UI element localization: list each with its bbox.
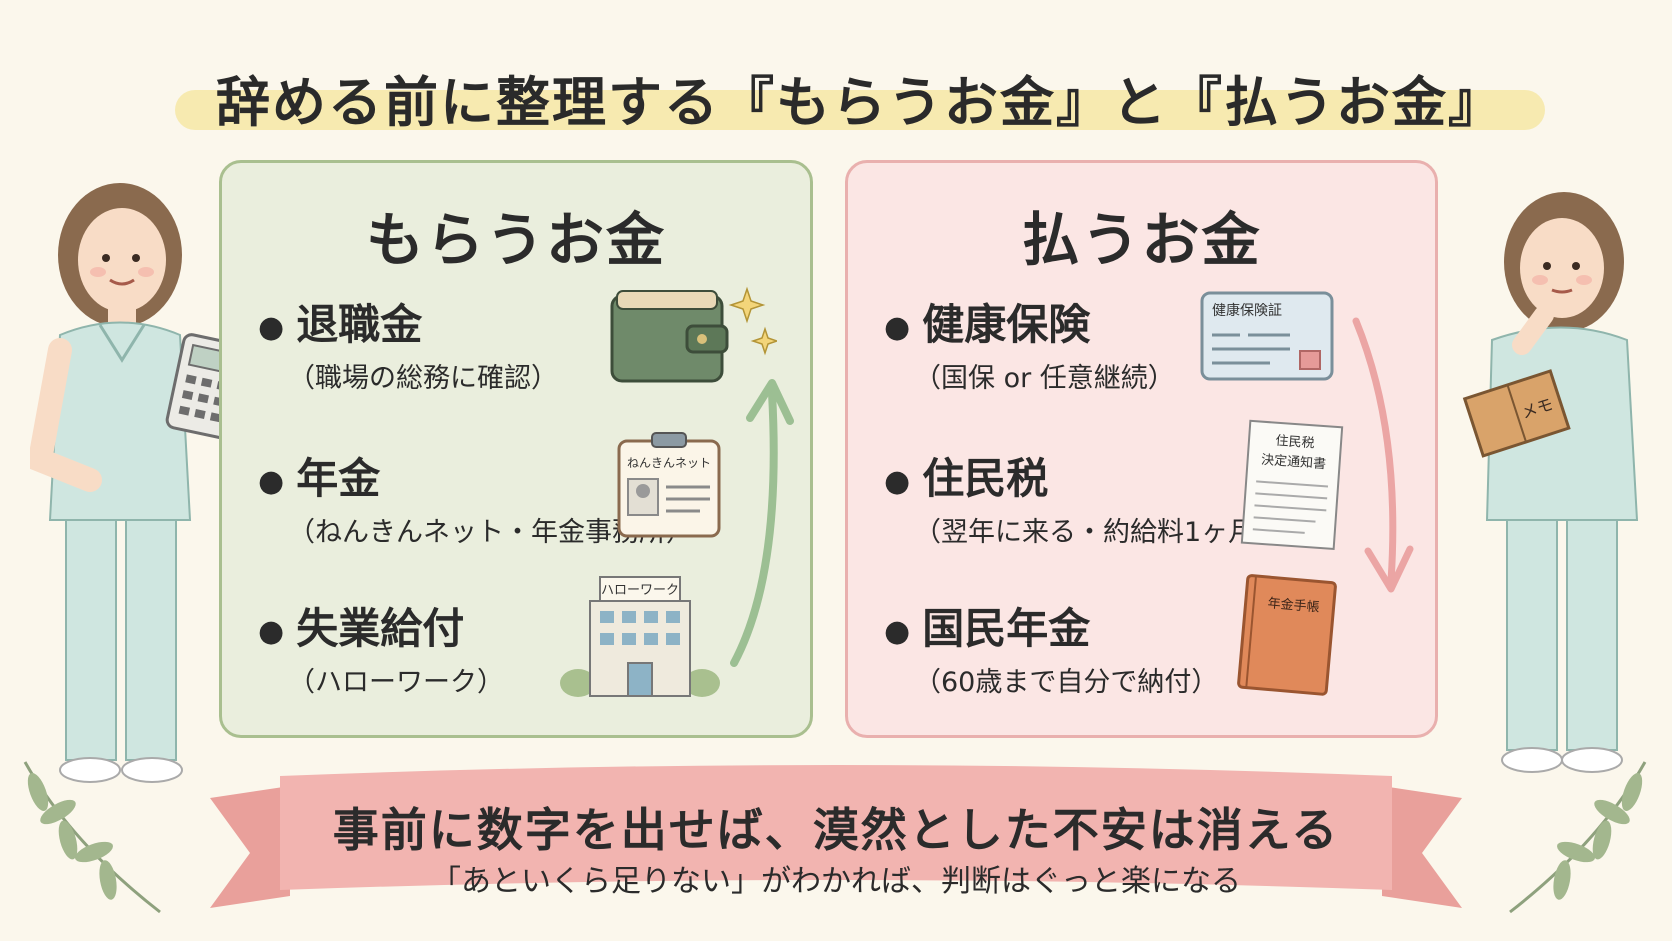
receive-heading: もらうお金	[365, 206, 666, 274]
bullet-icon: ●	[884, 464, 911, 499]
bullet-icon: ●	[258, 614, 285, 649]
bullet-icon: ●	[258, 310, 285, 345]
notice-label-line2: 決定通知書	[1261, 452, 1327, 472]
hello-work-building-icon: ハローワーク	[560, 576, 720, 697]
building-sign: ハローワーク	[601, 583, 679, 598]
bullet-icon: ●	[884, 310, 911, 345]
nurse-calculator-illustration	[30, 183, 250, 783]
tax-notice-icon: 住民税 決定通知書	[1240, 419, 1344, 551]
card-label: 健康保険証	[1212, 302, 1282, 319]
item-label: 健康保険	[922, 300, 1091, 349]
pay-item-national-pension: ● 国民年金 （60歳まで自分で納付）	[884, 595, 1218, 699]
laurel-right-icon	[1509, 761, 1647, 914]
item-label: 住民税	[922, 454, 1049, 503]
item-label: 国民年金	[922, 604, 1091, 653]
pay-heading: 払うお金	[1021, 206, 1262, 274]
item-label: 年金	[296, 454, 381, 503]
pay-money-panel: 払うお金 ●健康保険 （国保 or 任意継続） ●住民税 （翌年に来る・約給料1…	[845, 160, 1438, 738]
clipboard-id-icon: ねんきんネット	[617, 432, 721, 538]
receive-item-unemployment: ● 失業給付 （ハローワーク）	[258, 595, 504, 699]
item-label: 失業給付	[296, 604, 465, 653]
down-arrow-icon	[1352, 317, 1414, 593]
notice-label-line1: 住民税	[1275, 434, 1315, 452]
bullet-icon: ●	[258, 464, 285, 499]
item-note: （ハローワーク）	[288, 667, 504, 698]
bullet-icon: ●	[884, 614, 911, 649]
page-title: 辞める前に整理する『もらうお金』と『払うお金』	[216, 71, 1504, 134]
pay-item-health-insurance: ● 健康保険 （国保 or 任意継続）	[884, 291, 1175, 395]
item-note: （職場の総務に確認）	[288, 363, 558, 394]
insurance-card-icon: 健康保険証	[1200, 291, 1334, 381]
message-banner: 事前に数字を出せば、漠然とした不安は消える 「あといくら足りない」がわかれば、判…	[210, 758, 1462, 908]
nurse-memo-illustration: メモ	[1462, 192, 1639, 773]
book-label: 年金手帳	[1267, 595, 1320, 615]
title-highlight	[175, 90, 1545, 130]
laurel-left-icon	[23, 761, 161, 914]
wallet-icon	[610, 286, 777, 383]
title-area: 辞める前に整理する『もらうお金』と『払うお金』	[175, 58, 1545, 136]
ribbon-shape	[210, 765, 1462, 908]
receive-item-severance: ● 退職金 （職場の総務に確認）	[258, 291, 558, 395]
receive-money-panel: もらうお金 ●退職金 （職場の総務に確認） ●年金 （ねんきんネット・年金事務所…	[219, 160, 813, 738]
item-label: 退職金	[296, 300, 423, 349]
item-note: （60歳まで自分で納付）	[914, 667, 1219, 698]
banner-main-text: 事前に数字を出せば、漠然とした不安は消える	[332, 803, 1340, 857]
up-arrow-icon	[730, 379, 794, 667]
banner-sub-text: 「あといくら足りない」がわかれば、判断はぐっと楽になる	[431, 864, 1241, 899]
item-note: （国保 or 任意継続）	[914, 363, 1175, 394]
clipboard-label: ねんきんネット	[627, 456, 711, 470]
pension-book-icon: 年金手帳	[1237, 574, 1337, 696]
